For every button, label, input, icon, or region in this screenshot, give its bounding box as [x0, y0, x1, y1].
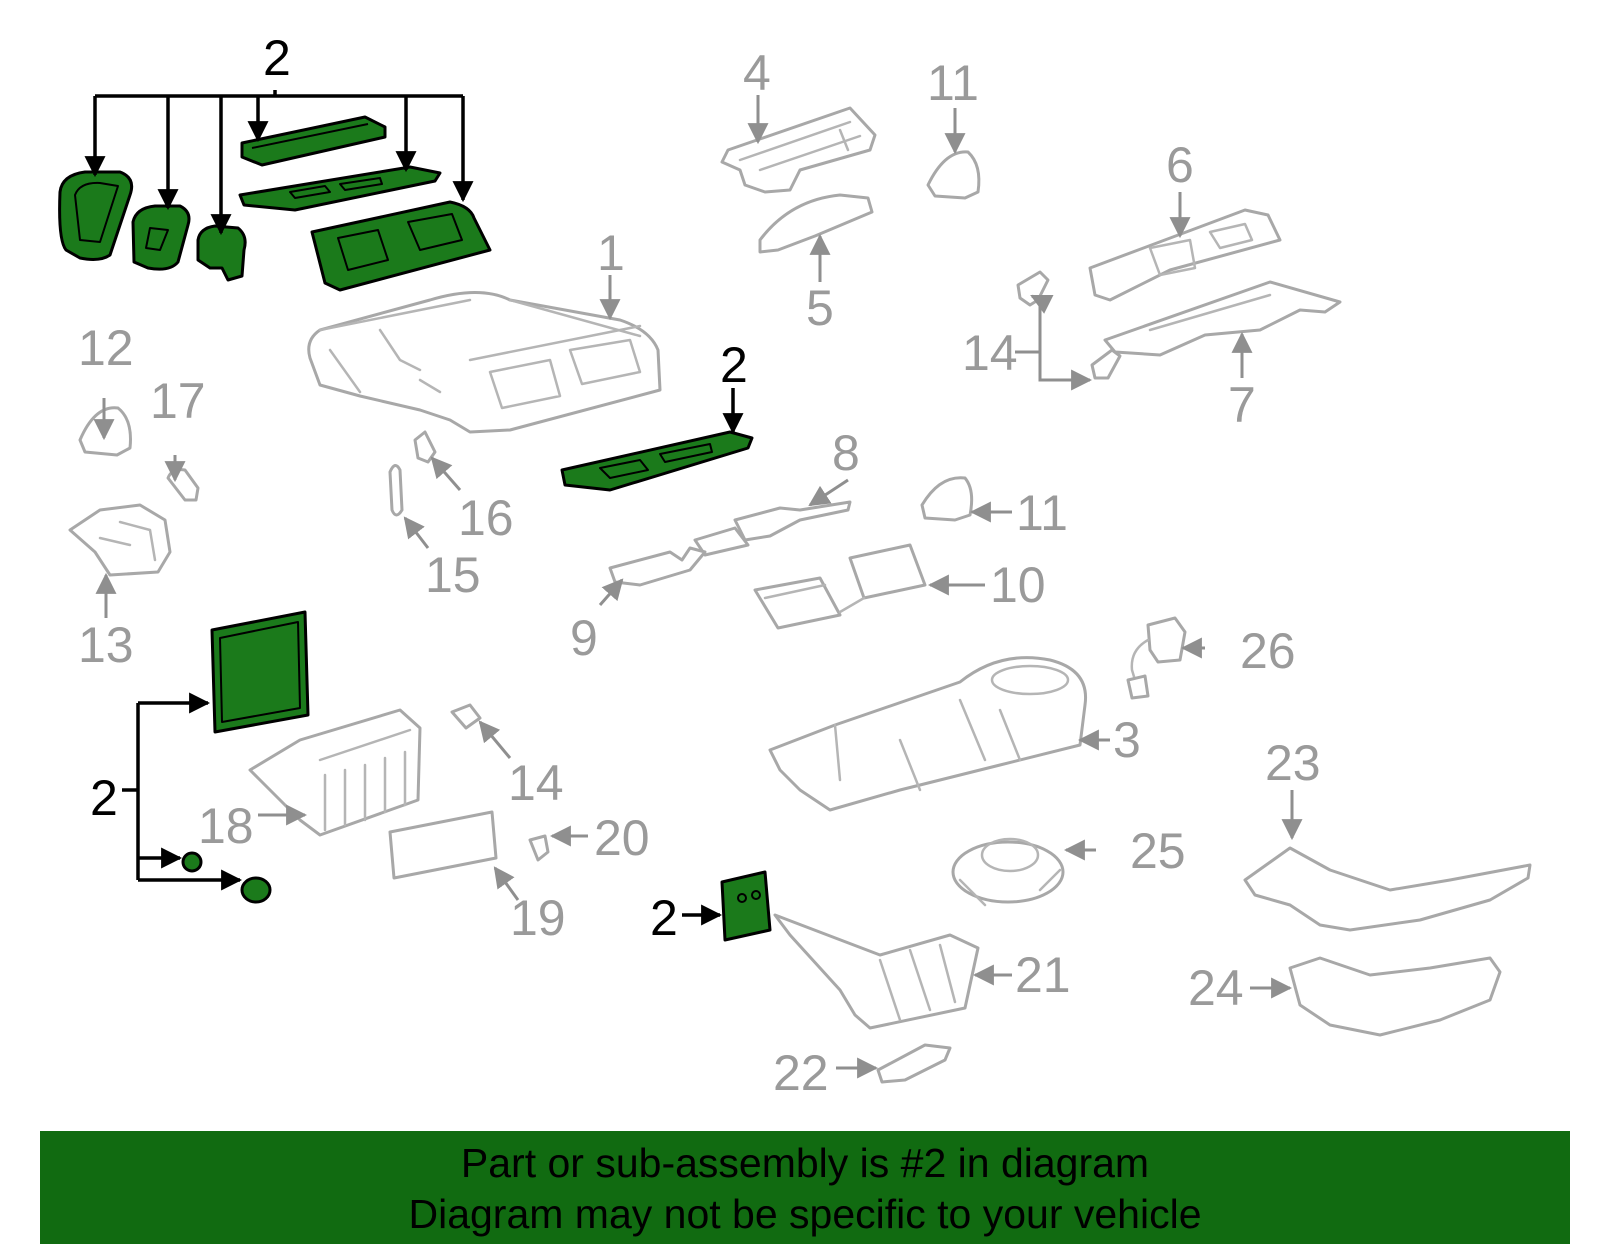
- callout-17[interactable]: 17: [150, 373, 206, 429]
- callout-14-top[interactable]: 14: [962, 325, 1018, 381]
- part-2-left-filter[interactable]: [181, 610, 310, 904]
- callout-8[interactable]: 8: [832, 425, 860, 481]
- part-20[interactable]: [528, 834, 550, 862]
- callout-22[interactable]: 22: [773, 1045, 829, 1101]
- part-2-bottom-piece[interactable]: [720, 870, 772, 942]
- part-6[interactable]: [1088, 208, 1282, 302]
- part-4[interactable]: [720, 106, 877, 194]
- part-14-lower-clip[interactable]: [450, 703, 482, 730]
- callout-4[interactable]: 4: [743, 45, 771, 101]
- callout-18[interactable]: 18: [198, 798, 254, 854]
- callout-11-top[interactable]: 11: [927, 55, 979, 111]
- part-2-top-cluster[interactable]: [58, 115, 492, 292]
- callout-6[interactable]: 6: [1166, 137, 1194, 193]
- part-9-duct[interactable]: [608, 546, 707, 587]
- callout-12[interactable]: 12: [78, 320, 134, 376]
- callout-21[interactable]: 21: [1015, 947, 1071, 1003]
- part-21-heater-core[interactable]: [773, 913, 980, 1030]
- callout-7[interactable]: 7: [1228, 377, 1256, 433]
- callout-24[interactable]: 24: [1188, 960, 1244, 1016]
- callout-9[interactable]: 9: [570, 610, 598, 666]
- part-13[interactable]: [68, 503, 172, 577]
- part-10-filters[interactable]: [753, 543, 927, 630]
- callout-13[interactable]: 13: [78, 617, 134, 673]
- part-22[interactable]: [876, 1043, 952, 1084]
- callout-15[interactable]: 15: [425, 547, 481, 603]
- callout-2-top[interactable]: 2: [263, 30, 291, 86]
- callout-20[interactable]: 20: [594, 810, 650, 866]
- part-24[interactable]: [1288, 956, 1502, 1037]
- part-8-duct[interactable]: [693, 500, 852, 557]
- leaders-other-parts: [93, 95, 1303, 1079]
- part-11-top[interactable]: [926, 150, 981, 200]
- callout-16[interactable]: 16: [458, 490, 514, 546]
- callout-2-left[interactable]: 2: [90, 770, 118, 826]
- part-17[interactable]: [166, 468, 200, 502]
- part-23[interactable]: [1243, 846, 1532, 932]
- callout-3[interactable]: 3: [1113, 712, 1141, 768]
- part-26[interactable]: [1126, 616, 1187, 700]
- callout-11-middle[interactable]: 11: [1016, 485, 1068, 541]
- callout-23[interactable]: 23: [1265, 735, 1321, 791]
- part-1-case[interactable]: [307, 291, 662, 434]
- part-3-blower-case[interactable]: [768, 656, 1088, 812]
- callout-2-bottom[interactable]: 2: [650, 890, 678, 946]
- callout-25[interactable]: 25: [1130, 823, 1186, 879]
- info-banner: Part or sub-assembly is #2 in diagram Di…: [40, 1131, 1570, 1244]
- banner-line-2: Diagram may not be specific to your vehi…: [408, 1191, 1202, 1237]
- callout-labels: 2 2 2 2 1 3 4 5 6 7 8 9 10 11 11 12 13 1…: [78, 30, 1321, 1101]
- part-18-evaporator[interactable]: [248, 708, 422, 837]
- leaders-part-2: [84, 90, 744, 926]
- callout-19[interactable]: 19: [510, 890, 566, 946]
- callout-10[interactable]: 10: [990, 557, 1046, 613]
- part-16[interactable]: [413, 430, 437, 464]
- part-11-middle[interactable]: [920, 476, 974, 522]
- part-15[interactable]: [388, 464, 404, 517]
- part-25-blower-motor[interactable]: [951, 837, 1065, 907]
- callout-14-bottom[interactable]: 14: [508, 755, 564, 811]
- part-19[interactable]: [388, 810, 498, 880]
- banner-line-1: Part or sub-assembly is #2 in diagram: [460, 1140, 1150, 1186]
- part-5[interactable]: [758, 193, 874, 254]
- callout-26[interactable]: 26: [1240, 623, 1296, 679]
- part-2-middle-plate[interactable]: [560, 430, 754, 492]
- callout-1[interactable]: 1: [597, 225, 625, 281]
- callout-5[interactable]: 5: [806, 280, 834, 336]
- part-7[interactable]: [1103, 280, 1342, 357]
- callout-2-middle[interactable]: 2: [720, 337, 748, 393]
